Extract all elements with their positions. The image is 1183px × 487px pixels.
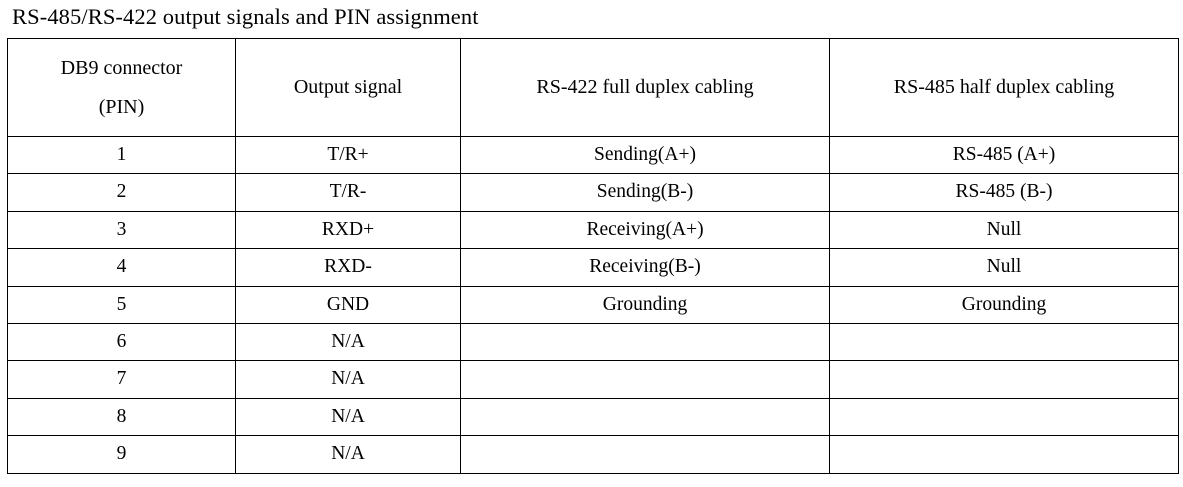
page-title: RS-485/RS-422 output signals and PIN ass… <box>12 4 479 29</box>
cell-pin-number: 8 <box>7 397 236 437</box>
cell-rs485-half-duplex: Null <box>829 210 1179 250</box>
cell-rs422-full-duplex: Grounding <box>460 285 830 324</box>
cell-pin-number: 5 <box>7 285 236 324</box>
cell-output-signal: GND <box>235 285 461 324</box>
cell-rs485-half-duplex <box>829 435 1179 474</box>
cell-output-signal: N/A <box>235 360 461 399</box>
cell-pin-number: 2 <box>7 173 236 212</box>
cell-rs422-full-duplex <box>460 322 830 362</box>
cell-rs422-full-duplex: Sending(A+) <box>460 135 830 175</box>
cell-rs485-half-duplex <box>829 397 1179 437</box>
cell-rs422-full-duplex: Receiving(A+) <box>460 210 830 250</box>
column-header-db9-connector-line1: DB9 connector <box>60 56 183 79</box>
cell-pin-number: 3 <box>7 210 236 250</box>
column-header-rs485-half-duplex-cabling: RS-485 half duplex cabling <box>829 38 1179 137</box>
cell-rs485-half-duplex <box>829 360 1179 399</box>
cell-output-signal: N/A <box>235 322 461 362</box>
cell-output-signal: T/R+ <box>235 135 461 175</box>
cell-rs422-full-duplex: Sending(B-) <box>460 173 830 212</box>
cell-rs485-half-duplex: RS-485 (A+) <box>829 135 1179 175</box>
cell-pin-number: 6 <box>7 322 236 362</box>
cell-output-signal: N/A <box>235 435 461 474</box>
cell-pin-number: 4 <box>7 248 236 287</box>
cell-rs422-full-duplex <box>460 435 830 474</box>
cell-pin-number: 7 <box>7 360 236 399</box>
cell-output-signal: N/A <box>235 397 461 437</box>
cell-output-signal: RXD- <box>235 248 461 287</box>
cell-pin-number: 1 <box>7 135 236 175</box>
cell-rs422-full-duplex: Receiving(B-) <box>460 248 830 287</box>
cell-rs485-half-duplex: Null <box>829 248 1179 287</box>
table-header-row: DB9 connector (PIN) Output signal RS-422… <box>7 38 1179 137</box>
column-header-output-signal: Output signal <box>235 38 461 137</box>
cell-rs485-half-duplex: RS-485 (B-) <box>829 173 1179 212</box>
cell-rs485-half-duplex: Grounding <box>829 285 1179 324</box>
cell-pin-number: 9 <box>7 435 236 474</box>
cell-rs485-half-duplex <box>829 322 1179 362</box>
cell-rs422-full-duplex <box>460 397 830 437</box>
cell-rs422-full-duplex <box>460 360 830 399</box>
cell-output-signal: T/R- <box>235 173 461 212</box>
pin-assignment-table: DB9 connector (PIN) Output signal RS-422… <box>7 38 1179 474</box>
column-header-rs422-full-duplex-cabling: RS-422 full duplex cabling <box>460 38 830 137</box>
column-header-db9-connector-line2: (PIN) <box>98 95 145 118</box>
table-header: DB9 connector (PIN) Output signal RS-422… <box>7 38 1179 137</box>
column-header-db9-connector-pin: DB9 connector (PIN) <box>7 38 236 137</box>
cell-output-signal: RXD+ <box>235 210 461 250</box>
